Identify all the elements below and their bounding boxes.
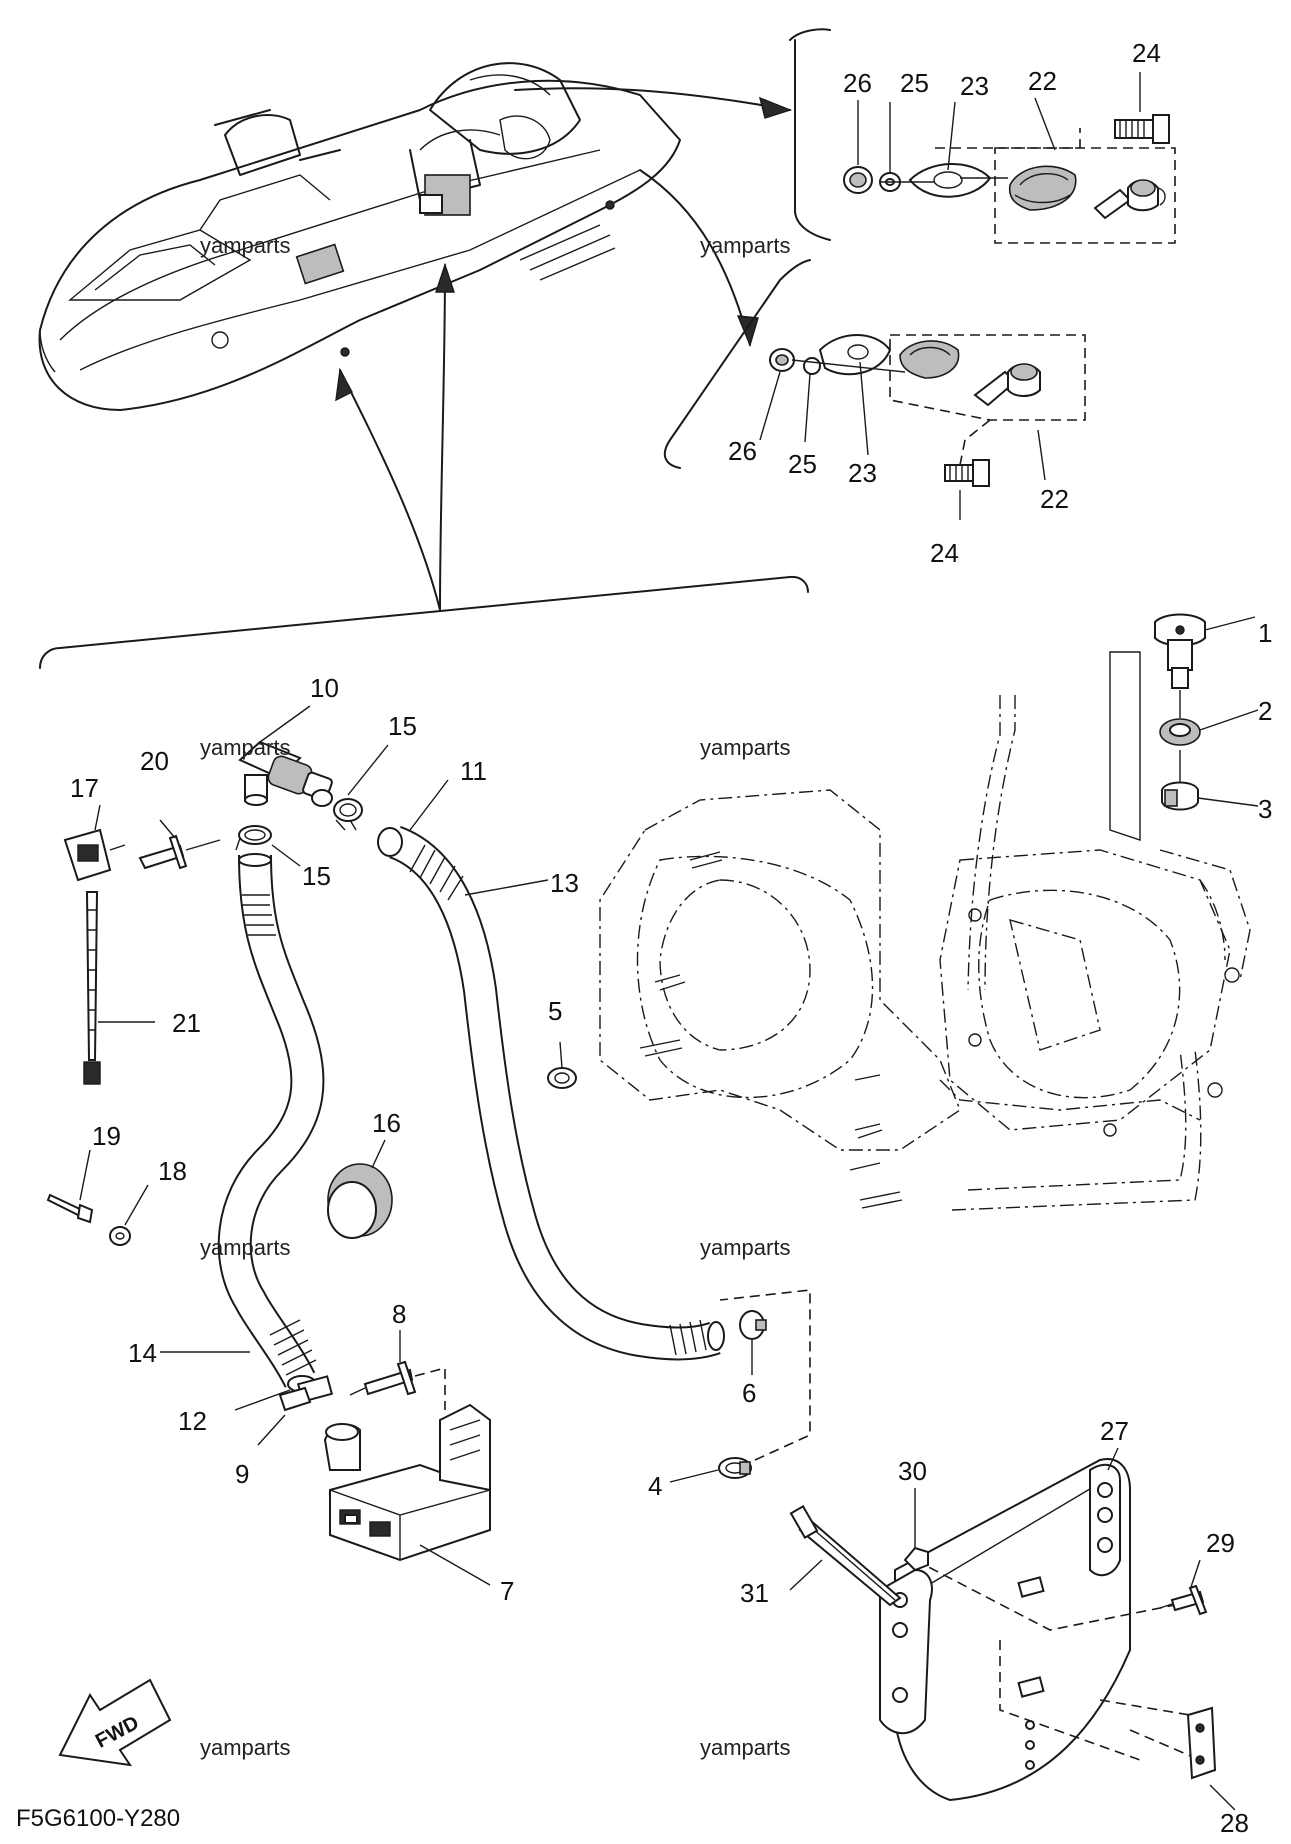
watermark: yamparts xyxy=(700,1735,790,1760)
fwd-arrow-icon: FWD xyxy=(58,1678,172,1767)
hose-fittings xyxy=(234,1375,334,1446)
callout-24: 24 xyxy=(1132,38,1161,68)
callout-23: 23 xyxy=(960,71,989,101)
washer-rivet xyxy=(46,1149,149,1246)
callout-8: 8 xyxy=(392,1299,406,1329)
callout-11: 11 xyxy=(460,756,487,786)
detail-a-drain-plug xyxy=(843,72,1176,244)
elbow-fitting xyxy=(238,705,333,807)
callout-26: 26 xyxy=(843,68,872,98)
detail-b-drain-plug xyxy=(759,334,1086,520)
callout-15: 15 xyxy=(388,711,417,741)
clip-rivet-tie xyxy=(63,804,221,1085)
callout-15: 15 xyxy=(302,861,331,891)
grommet-16 xyxy=(327,1139,393,1239)
callout-1: 1 xyxy=(1258,618,1272,648)
section-bracket-main xyxy=(39,575,809,669)
callout-16: 16 xyxy=(372,1108,401,1138)
callout-26: 26 xyxy=(728,436,757,466)
diagram-code: F5G6100-Y280 xyxy=(16,1805,180,1832)
watermark: yamparts xyxy=(700,1235,790,1260)
callout-24: 24 xyxy=(930,538,959,568)
callout-7: 7 xyxy=(500,1576,514,1606)
watermark: yamparts xyxy=(700,233,790,258)
callout-25: 25 xyxy=(788,449,817,479)
hose-13 xyxy=(377,779,725,1361)
callout-18: 18 xyxy=(158,1156,187,1186)
watermarks: yamparts yamparts yamparts yamparts yamp… xyxy=(200,233,790,1760)
callout-22: 22 xyxy=(1028,66,1057,96)
callout-3: 3 xyxy=(1258,794,1272,824)
callout-28: 28 xyxy=(1220,1808,1249,1838)
watermark: yamparts xyxy=(700,735,790,760)
callout-6: 6 xyxy=(742,1378,756,1408)
callout-4: 4 xyxy=(648,1471,662,1501)
bracket-box-7 xyxy=(323,1330,491,1586)
callout-23: 23 xyxy=(848,458,877,488)
callout-19: 19 xyxy=(92,1121,121,1151)
callout-30: 30 xyxy=(898,1456,927,1486)
callout-labels: 1 2 3 4 5 6 7 8 9 10 11 12 13 14 15 15 1… xyxy=(70,38,1272,1838)
callout-21: 21 xyxy=(172,1008,201,1038)
jet-pump-housing xyxy=(599,695,1251,1211)
callout-22: 22 xyxy=(1040,484,1069,514)
callout-25: 25 xyxy=(900,68,929,98)
section-bracket-top xyxy=(789,28,831,241)
overview-arrows xyxy=(335,87,793,611)
hose-14 xyxy=(160,853,325,1393)
hose-clamps-15 xyxy=(235,744,389,867)
callout-14: 14 xyxy=(128,1338,157,1368)
watermark: yamparts xyxy=(200,233,290,258)
callout-31: 31 xyxy=(740,1578,769,1608)
callout-27: 27 xyxy=(1100,1416,1129,1446)
callout-29: 29 xyxy=(1206,1528,1235,1558)
watermark: yamparts xyxy=(200,1735,290,1760)
callout-2: 2 xyxy=(1258,696,1272,726)
watermark: yamparts xyxy=(200,735,290,760)
pilot-outlet-assembly xyxy=(1109,613,1259,841)
watermark: yamparts xyxy=(200,1235,290,1260)
callout-17: 17 xyxy=(70,773,99,803)
callout-5: 5 xyxy=(548,996,562,1026)
callout-9: 9 xyxy=(235,1459,249,1489)
callout-12: 12 xyxy=(178,1406,207,1436)
clamps-4-5-6 xyxy=(547,1041,811,1483)
pump-guard-27 xyxy=(789,1447,1236,1811)
mounting-studs xyxy=(639,851,903,1209)
watercraft-overview xyxy=(38,62,681,411)
callout-20: 20 xyxy=(140,746,169,776)
callout-10: 10 xyxy=(310,673,339,703)
section-bracket-mid xyxy=(663,259,811,469)
callout-13: 13 xyxy=(550,868,579,898)
